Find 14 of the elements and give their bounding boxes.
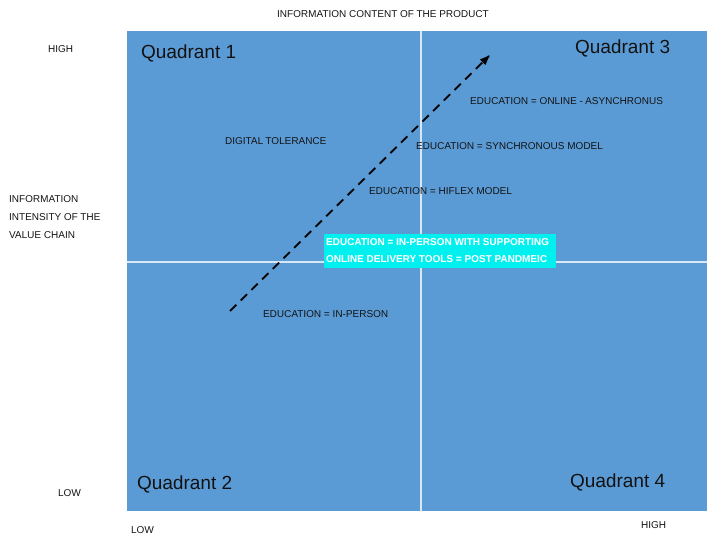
axis-title: INFORMATION INTENSITY OF THE VALUE CHAIN [9,193,102,243]
axis-title: INFORMATION CONTENT OF THE PRODUCT [277,8,489,21]
category-label: EDUCATION = ONLINE - ASYNCHRONUS [470,95,663,108]
quadrant-label: Quadrant 3 [575,37,670,59]
quadrant-label: Quadrant 2 [137,473,232,495]
concept-label: DIGITAL TOLERANCE [225,135,326,148]
category-label: EDUCATION = IN-PERSON [263,308,388,321]
quadrant-label: Quadrant 1 [141,42,236,64]
quadrant-label: Quadrant 4 [570,471,666,493]
axis-tick-label: HIGH [641,519,666,532]
axis-tick-label: LOW [58,487,81,500]
highlighted-label: EDUCATION = IN-PERSON WITH SUPPORTING ONLINE DELIVERY TOOLS = POST PANDMEIC [324,234,556,268]
axis-tick-label: LOW [131,524,154,537]
axis-tick-label: HIGH [48,43,73,56]
